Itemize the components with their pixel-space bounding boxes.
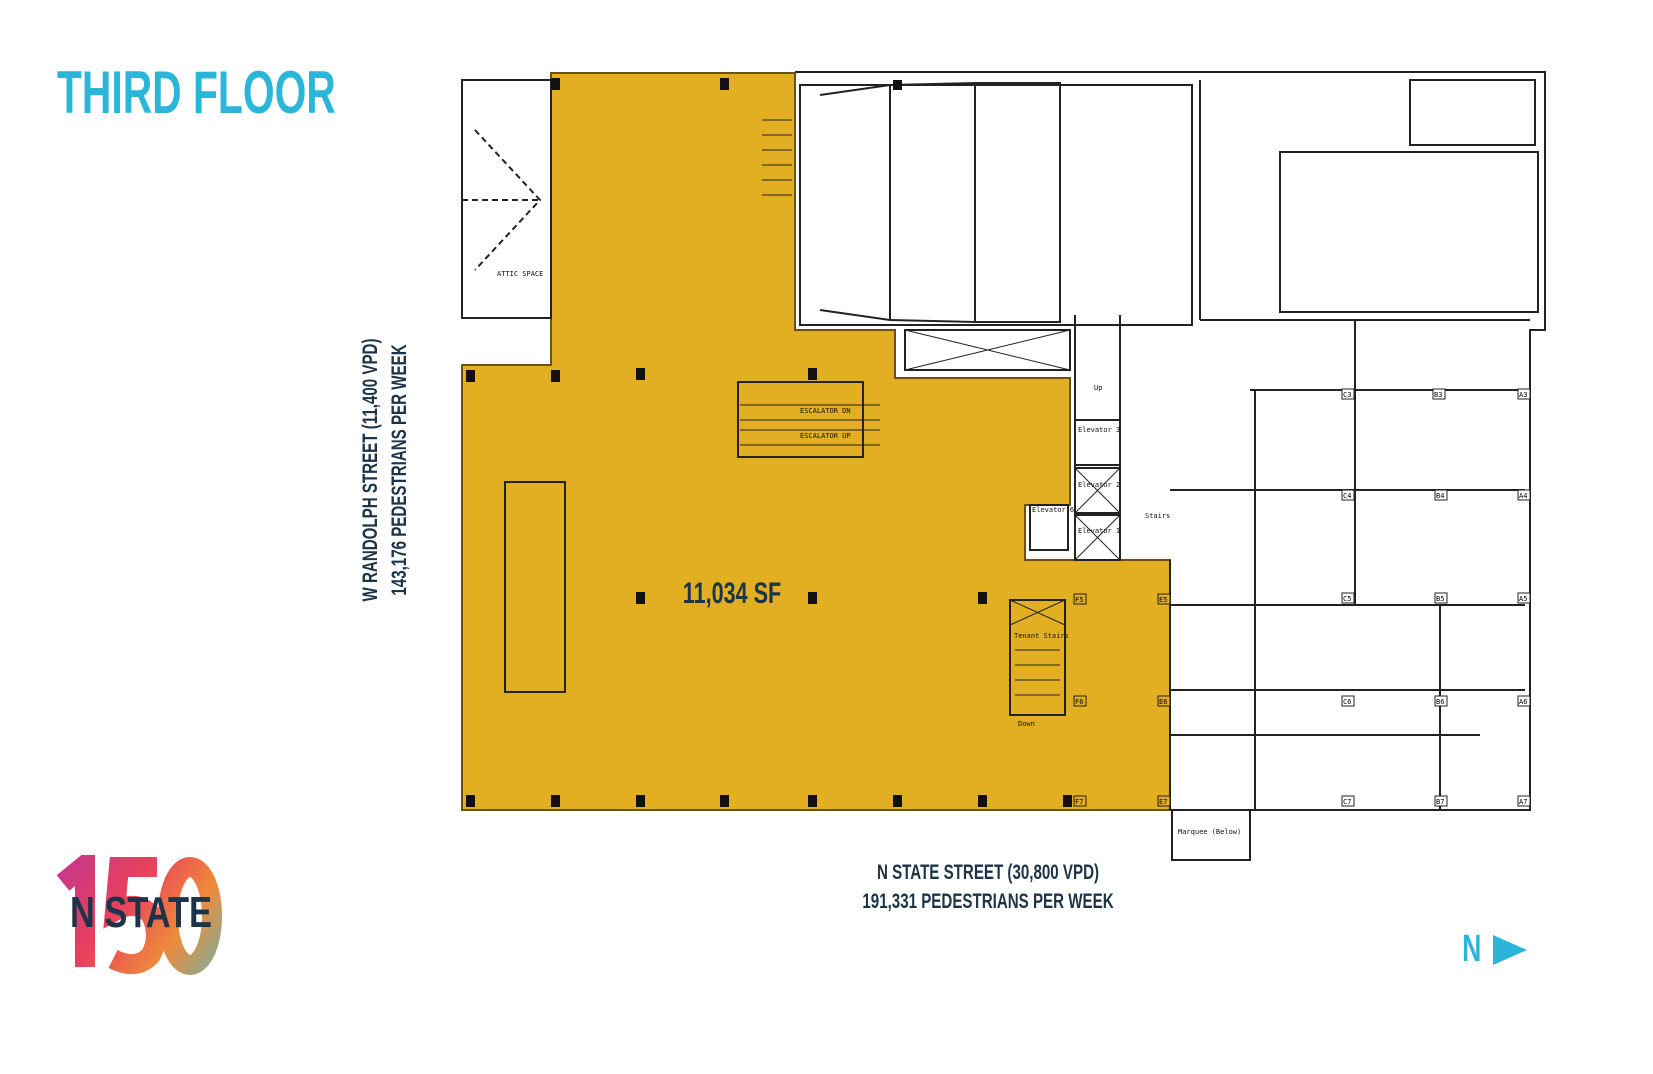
svg-text:E7: E7 xyxy=(1159,798,1167,806)
svg-text:B6: B6 xyxy=(1436,698,1444,706)
column-marker: C4 xyxy=(1341,489,1355,501)
column-marker: A6 xyxy=(1517,695,1531,707)
column-marker: C7 xyxy=(1341,795,1355,807)
svg-text:B5: B5 xyxy=(1436,595,1444,603)
svg-text:A6: A6 xyxy=(1519,698,1527,706)
column-marker: F5 xyxy=(1073,593,1087,605)
svg-text:A7: A7 xyxy=(1519,798,1527,806)
area-label: 11,034 SF xyxy=(682,577,782,610)
column-markers: A3 B3 C3 A4 B4 C4 A5 B5 C5 A6 B6 C6 A7 B… xyxy=(1073,388,1531,807)
column-marker: B4 xyxy=(1434,489,1448,501)
marquee-label: Marquee (Below) xyxy=(1178,828,1241,836)
svg-text:B7: B7 xyxy=(1436,798,1444,806)
north-label: N xyxy=(1462,928,1482,970)
column-marker: F7 xyxy=(1073,795,1087,807)
column-marker: A3 xyxy=(1517,388,1531,400)
logo: N STATE xyxy=(56,855,222,975)
svg-text:C3: C3 xyxy=(1343,391,1351,399)
column-marker: F6 xyxy=(1073,695,1087,707)
escalator-down-label: ESCALATOR DN xyxy=(800,407,851,415)
street-name: N STATE STREET (30,800 VPD) xyxy=(876,861,1100,884)
elevator-6-label: Elevator 6 xyxy=(1032,506,1074,514)
page-title: THIRD FLOOR xyxy=(57,59,336,126)
up-label: Up xyxy=(1094,384,1102,392)
north-arrow: N xyxy=(1458,928,1528,971)
logo-name: N STATE xyxy=(70,888,212,937)
column-marker: E5 xyxy=(1157,593,1171,605)
column-marker: A5 xyxy=(1517,592,1531,604)
structural-columns xyxy=(466,78,1072,807)
column-marker: C5 xyxy=(1341,592,1355,604)
svg-text:A4: A4 xyxy=(1519,492,1527,500)
svg-text:F6: F6 xyxy=(1075,698,1083,706)
elevator-1-label: Elevator 1 xyxy=(1078,527,1120,535)
svg-text:A3: A3 xyxy=(1519,391,1527,399)
column-marker: C6 xyxy=(1341,695,1355,707)
svg-text:C5: C5 xyxy=(1343,595,1351,603)
leasable-area xyxy=(461,72,1171,811)
building-walls xyxy=(461,71,1546,861)
column-marker: B5 xyxy=(1434,592,1448,604)
column-marker: E7 xyxy=(1157,795,1171,807)
svg-text:B4: B4 xyxy=(1436,492,1444,500)
column-marker: B3 xyxy=(1432,388,1446,400)
svg-text:E5: E5 xyxy=(1159,596,1167,604)
street-label-west: W RANDOLPH STREET (11,400 VPD) 143,176 P… xyxy=(356,270,414,670)
column-marker: C3 xyxy=(1341,388,1355,400)
svg-text:C6: C6 xyxy=(1343,698,1351,706)
stair-treads xyxy=(740,119,1060,696)
escalator-up-label: ESCALATOR UP xyxy=(800,432,851,440)
column-marker: B7 xyxy=(1434,795,1448,807)
triangle-right-icon xyxy=(1493,934,1528,965)
column-marker: E6 xyxy=(1157,695,1171,707)
svg-text:B3: B3 xyxy=(1434,391,1442,399)
column-marker: B6 xyxy=(1434,695,1448,707)
pedestrian-count: 191,331 PEDESTRIANS PER WEEK xyxy=(862,890,1114,913)
elevator-2-label: Elevator 2 xyxy=(1078,481,1120,489)
down-label: Down xyxy=(1018,720,1035,728)
svg-text:F7: F7 xyxy=(1075,798,1083,806)
attic-label: ATTIC SPACE xyxy=(497,270,543,278)
svg-text:C7: C7 xyxy=(1343,798,1351,806)
column-marker: A7 xyxy=(1517,795,1531,807)
column-marker: A4 xyxy=(1517,489,1531,501)
stairs-label: Stairs xyxy=(1145,512,1170,520)
logo-numerals xyxy=(56,855,222,975)
street-name: W RANDOLPH STREET (11,400 VPD) xyxy=(359,338,382,602)
street-label-north: N STATE STREET (30,800 VPD) 191,331 PEDE… xyxy=(778,858,1198,916)
svg-text:F5: F5 xyxy=(1075,596,1083,604)
svg-text:A5: A5 xyxy=(1519,595,1527,603)
elevator-3-label: Elevator 3 xyxy=(1078,426,1120,434)
svg-text:E6: E6 xyxy=(1159,698,1167,706)
svg-text:C4: C4 xyxy=(1343,492,1351,500)
tenant-stairs-label: Tenant Stairs xyxy=(1014,632,1069,640)
pedestrian-count: 143,176 PEDESTRIANS PER WEEK xyxy=(388,344,411,596)
